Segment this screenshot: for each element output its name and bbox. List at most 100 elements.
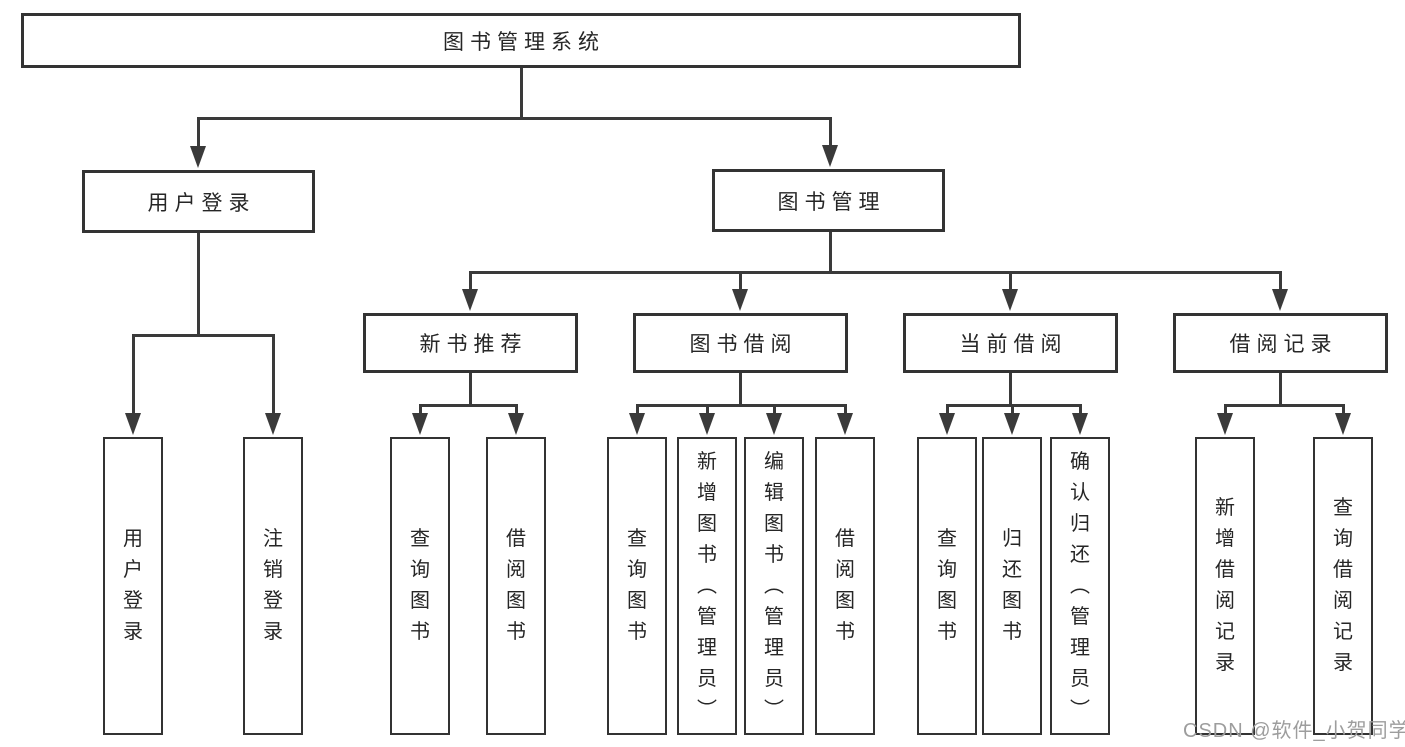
node-label: 借阅记录 [1229, 333, 1338, 356]
connector-line [514, 405, 518, 415]
node-leaf-borrow-add: 新增图书︵管理员︶ [677, 437, 737, 735]
vertical-char: 阅 [1333, 590, 1353, 612]
arrowhead-icon [732, 289, 748, 311]
vertical-char: 增 [697, 481, 717, 504]
vertical-char: 新 [697, 450, 717, 473]
connector-line [828, 232, 832, 273]
arrowhead-icon [125, 413, 141, 435]
vertical-char: 书 [410, 621, 430, 643]
connector-line [772, 405, 776, 415]
node-label: 图书借阅 [689, 333, 798, 356]
arrowhead-icon [939, 413, 955, 435]
vertical-char: 书 [697, 543, 717, 566]
connector-line [828, 118, 832, 147]
arrowhead-icon [766, 413, 782, 435]
node-label: 新书推荐 [419, 333, 528, 356]
vertical-char: 书 [835, 621, 855, 643]
connector-line [271, 335, 275, 415]
connector-line [196, 232, 200, 336]
vertical-char: 记 [1333, 621, 1353, 643]
node-leaf-records-add: 新增借阅记录 [1195, 437, 1255, 735]
node-leaf-current-confirm: 确认归还︵管理员︶ [1050, 437, 1110, 735]
vertical-char: 图 [627, 590, 647, 612]
arrowhead-icon [837, 413, 853, 435]
vertical-char: 确 [1070, 450, 1090, 473]
vertical-char: 记 [1215, 621, 1235, 643]
vertical-char: 书 [937, 621, 957, 643]
vertical-char: 归 [1070, 512, 1090, 535]
vertical-char: 还 [1070, 543, 1090, 566]
node-leaf-borrow-borrow: 借阅图书 [815, 437, 875, 735]
arrowhead-icon [190, 146, 206, 168]
vertical-char: 书 [764, 543, 784, 566]
vertical-char: 录 [123, 621, 143, 643]
vertical-char: 录 [1215, 652, 1235, 674]
vertical-char: ︵ [697, 574, 717, 597]
connector-line [1078, 405, 1082, 415]
vertical-char: 阅 [506, 559, 526, 581]
vertical-char: ︵ [764, 574, 784, 597]
vertical-char: 查 [1333, 497, 1353, 519]
connector-line [635, 403, 847, 407]
vertical-char: 借 [1333, 559, 1353, 581]
vertical-char: 借 [1215, 559, 1235, 581]
vertical-char: 归 [1002, 528, 1022, 550]
vertical-char: 登 [123, 590, 143, 612]
vertical-char: 编 [764, 450, 784, 473]
vertical-char: 理 [1070, 636, 1090, 659]
node-leaf-newbook-query: 查询图书 [390, 437, 450, 735]
vertical-char: 员 [764, 667, 784, 690]
vertical-char: 书 [1002, 621, 1022, 643]
node-leaf-current-return: 归还图书 [982, 437, 1042, 735]
arrowhead-icon [822, 145, 838, 167]
connector-line [468, 270, 1282, 274]
node-leaf-records-query: 查询借阅记录 [1313, 437, 1373, 735]
connector-line [131, 333, 275, 337]
arrowhead-icon [1072, 413, 1088, 435]
node-leaf-borrow-edit: 编辑图书︵管理员︶ [744, 437, 804, 735]
vertical-char: 询 [410, 559, 430, 581]
vertical-char: 查 [410, 528, 430, 550]
arrowhead-icon [699, 413, 715, 435]
connector-line [635, 405, 639, 415]
connector-line [196, 116, 832, 120]
vertical-char: 辑 [764, 481, 784, 504]
connector-line [945, 403, 1082, 407]
vertical-char: 询 [937, 559, 957, 581]
connector-line [468, 272, 472, 291]
vertical-char: 图 [697, 512, 717, 535]
node-label: 用户登录 [147, 191, 256, 215]
connector-line [705, 405, 709, 415]
vertical-char: 借 [835, 528, 855, 550]
connector-line [843, 405, 847, 415]
connector-line [131, 335, 135, 415]
vertical-char: 注 [263, 528, 283, 550]
vertical-char: 书 [627, 621, 647, 643]
vertical-char: 借 [506, 528, 526, 550]
vertical-char: 书 [506, 621, 526, 643]
connector-line [945, 405, 949, 415]
connector-line [1223, 405, 1227, 415]
node-borrow-records: 借阅记录 [1173, 313, 1388, 373]
arrowhead-icon [1004, 413, 1020, 435]
vertical-char: ︶ [1070, 698, 1090, 721]
arrowhead-icon [462, 289, 478, 311]
vertical-char: 图 [937, 590, 957, 612]
node-leaf-current-query: 查询图书 [917, 437, 977, 735]
vertical-char: 管 [1070, 605, 1090, 628]
arrowhead-icon [265, 413, 281, 435]
vertical-char: 增 [1215, 528, 1235, 550]
vertical-char: 查 [937, 528, 957, 550]
vertical-char: 户 [123, 559, 143, 581]
vertical-char: 新 [1215, 497, 1235, 519]
arrowhead-icon [1272, 289, 1288, 311]
arrowhead-icon [412, 413, 428, 435]
vertical-char: 员 [1070, 667, 1090, 690]
vertical-char: 员 [697, 667, 717, 690]
vertical-char: 登 [263, 590, 283, 612]
connector-line [738, 373, 742, 406]
vertical-char: 理 [697, 636, 717, 659]
vertical-char: 图 [506, 590, 526, 612]
vertical-char: 图 [835, 590, 855, 612]
arrowhead-icon [629, 413, 645, 435]
